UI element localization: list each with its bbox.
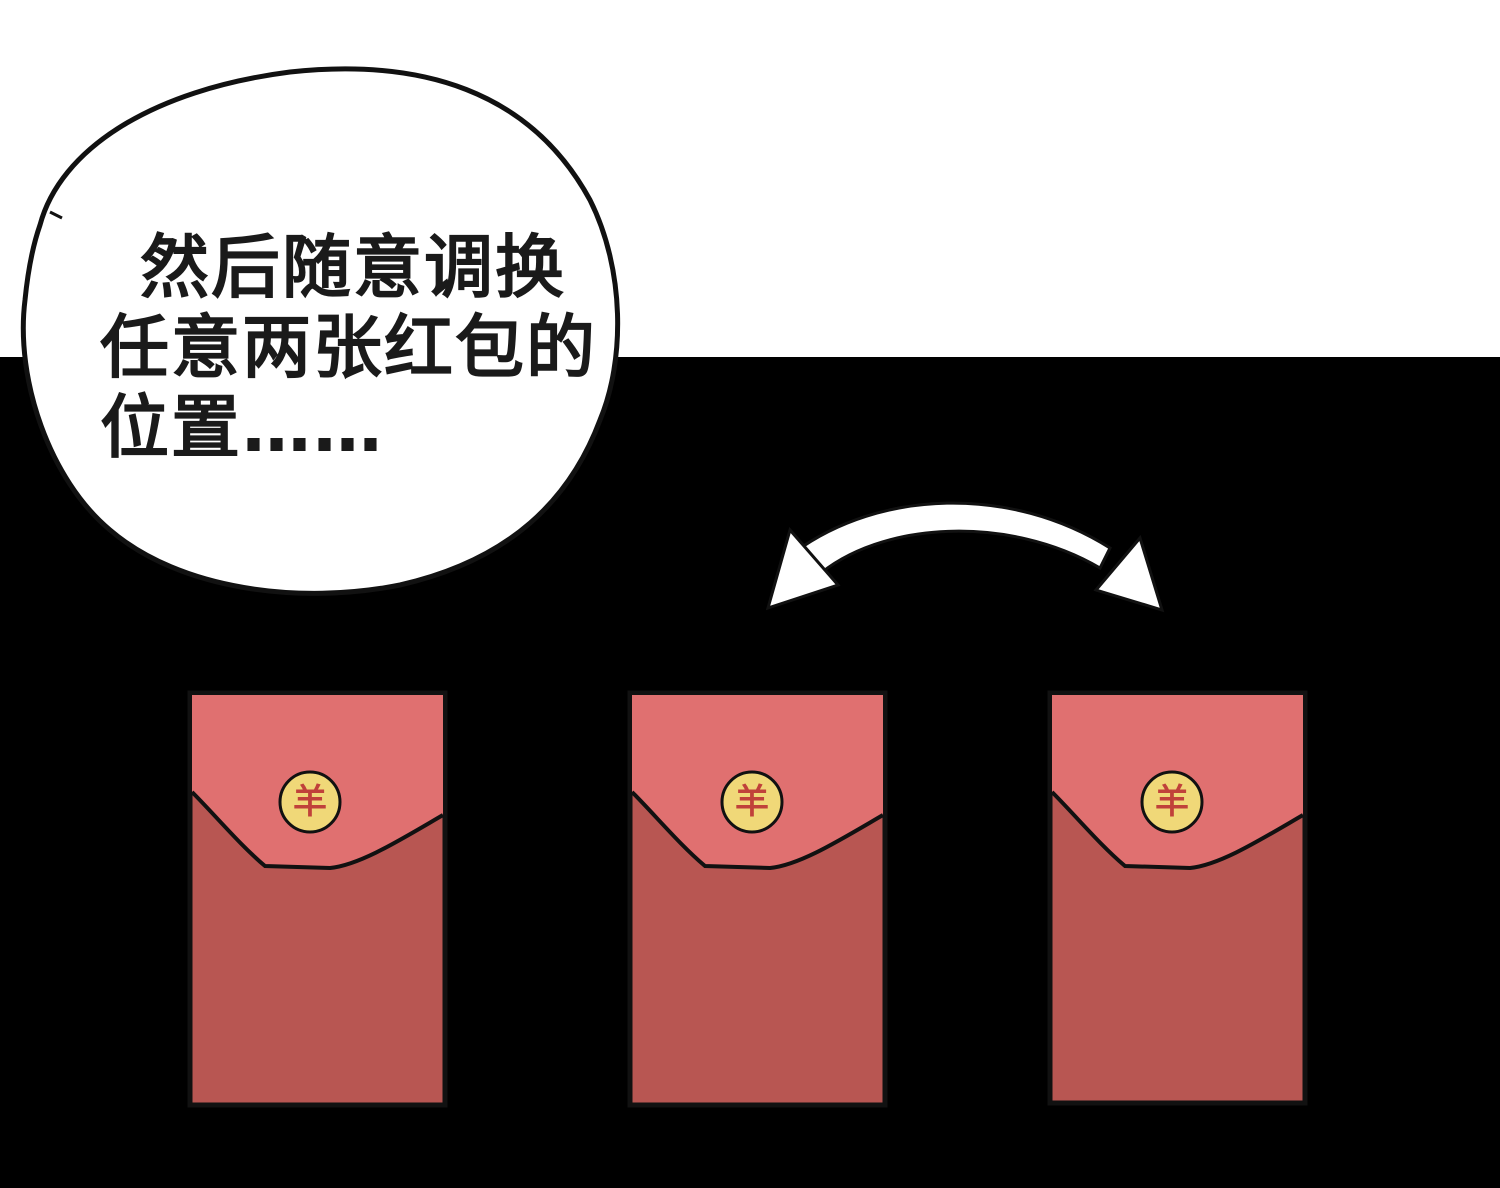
speech-line-3: 位置…… xyxy=(100,388,384,468)
swap-arrow-icon xyxy=(765,501,1165,613)
red-envelope-2 xyxy=(627,690,888,1108)
speech-line-2: 任意两张红包的 xyxy=(100,308,597,388)
red-envelope-3 xyxy=(1047,690,1308,1106)
coin-char-1: 羊 xyxy=(293,782,327,822)
speech-bubble-text: 然后随意调换 任意两张红包的 位置…… xyxy=(100,228,620,468)
coin-icon xyxy=(720,770,784,834)
red-envelope-1 xyxy=(187,690,448,1108)
speech-line-1: 然后随意调换 xyxy=(140,228,566,308)
coin-char-2: 羊 xyxy=(735,782,769,822)
coin-char-3: 羊 xyxy=(1155,782,1189,822)
coin-icon xyxy=(278,770,342,834)
coin-icon xyxy=(1140,770,1204,834)
speech-bubble xyxy=(20,66,621,596)
bubble-tick xyxy=(49,210,63,220)
